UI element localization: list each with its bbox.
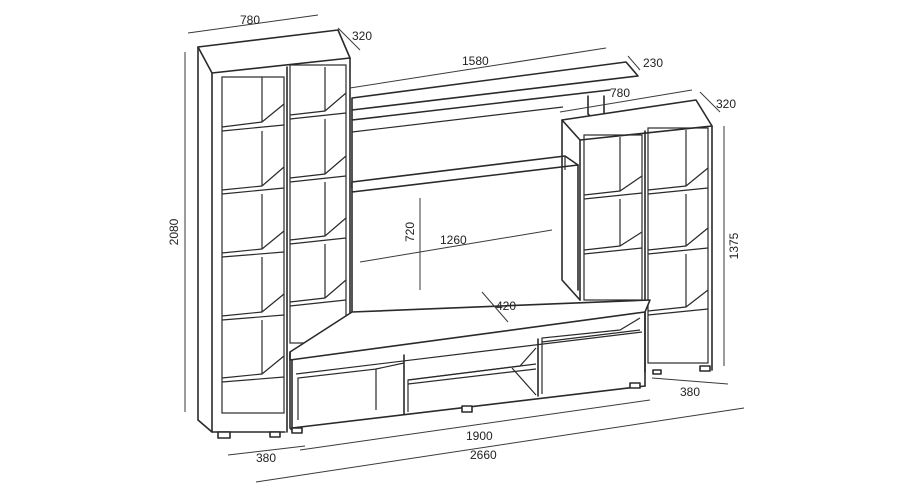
left-cabinet-shelves: [221, 77, 285, 383]
tv-base-cabinet: [289, 299, 651, 434]
left-cabinet-inner-shelves: [289, 67, 347, 307]
dim-left-depth: 320: [352, 29, 372, 43]
dim-total-width: 2660: [470, 448, 497, 462]
dim-right-width: 780: [610, 86, 630, 100]
dim-shelf-width: 1580: [462, 54, 489, 68]
dim-left-width: 780: [240, 13, 260, 27]
dim-tv-height: 720: [403, 222, 417, 242]
dim-right-height: 1375: [727, 232, 741, 259]
dim-base-depth-right: 380: [680, 385, 700, 399]
dim-base-depth-left: 380: [256, 451, 276, 465]
tv-panel: [351, 155, 579, 313]
left-tall-cabinet: [197, 29, 351, 439]
dimension-labels: 780 320 2080 1580 230 780 320 1375 720 1…: [167, 13, 741, 465]
dim-shelf-depth: 230: [643, 56, 663, 70]
dim-base-width: 1900: [466, 429, 493, 443]
right-cabinet: [561, 99, 713, 375]
dim-tv-depth: 420: [496, 299, 516, 313]
right-cabinet-shelves: [583, 130, 709, 316]
dim-right-depth: 320: [716, 97, 736, 111]
dim-total-height: 2080: [167, 218, 181, 245]
dim-tv-width: 1260: [440, 233, 467, 247]
dimension-lines: [184, 14, 745, 483]
